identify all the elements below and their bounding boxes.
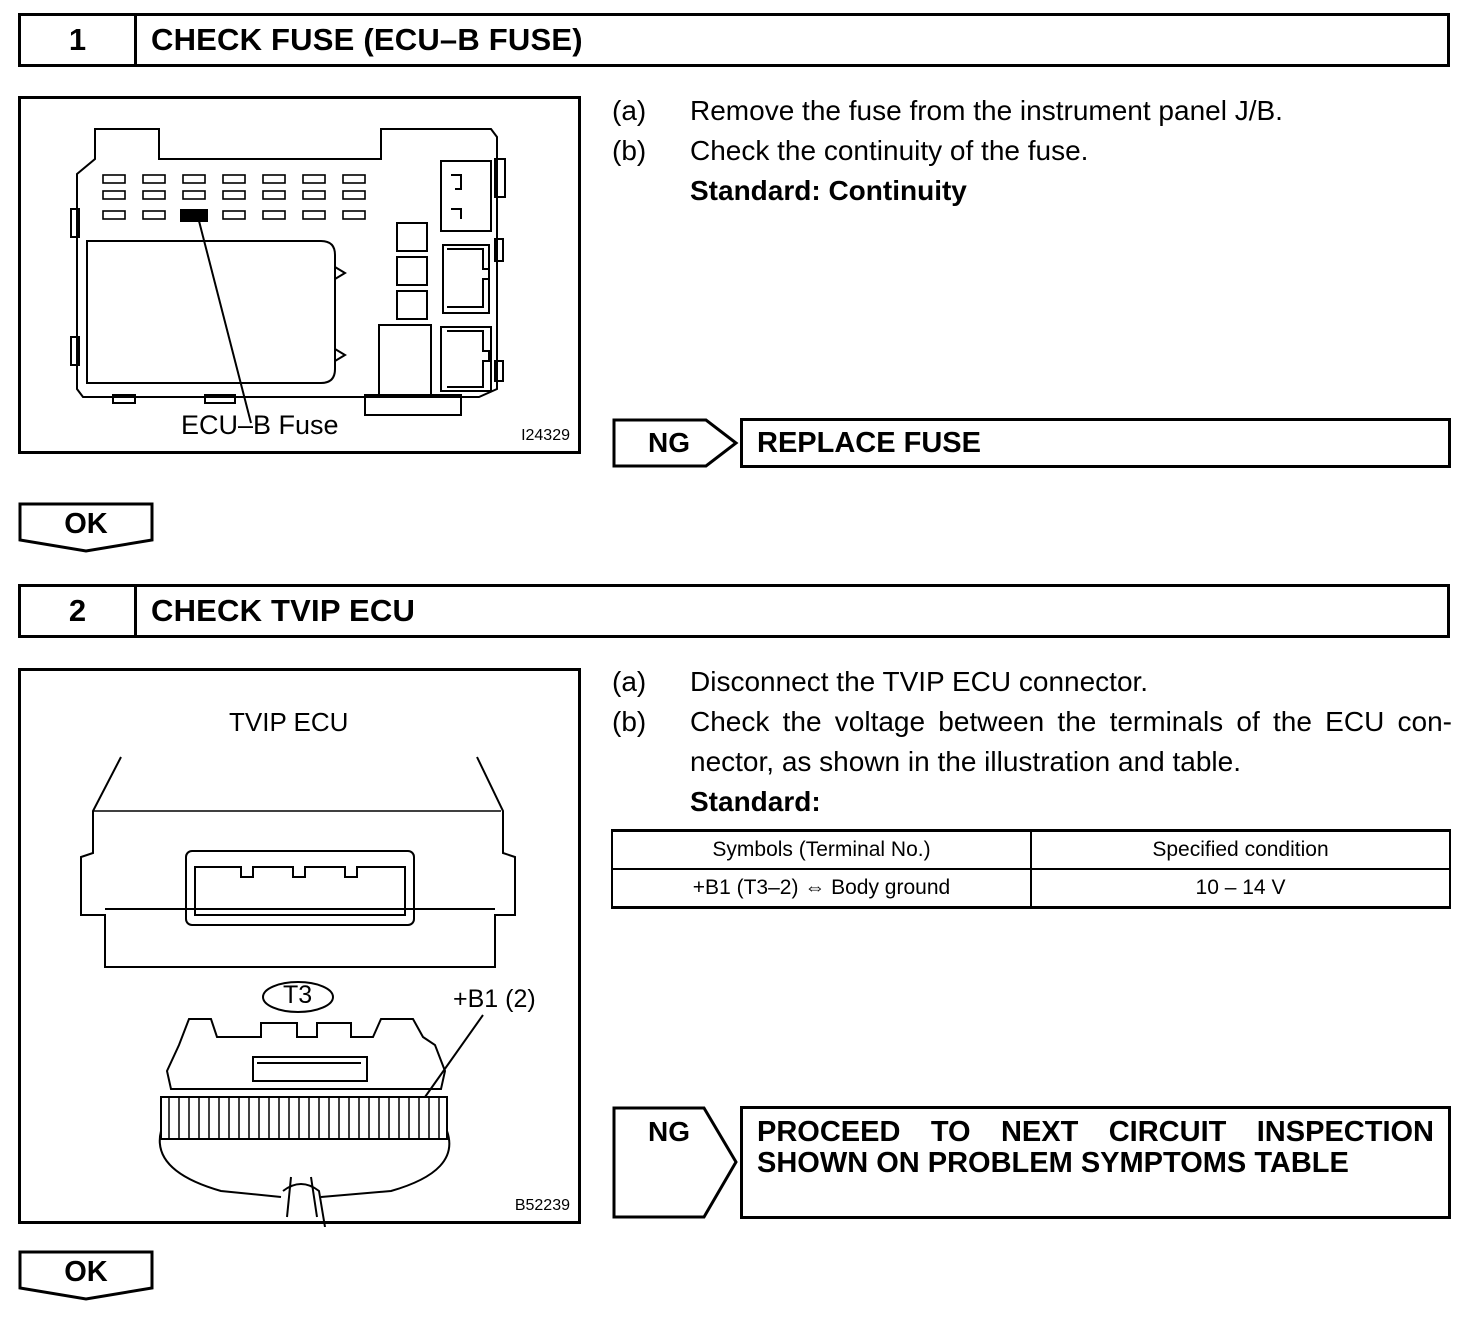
tvip-ecu-label: TVIP ECU (229, 707, 349, 737)
instruction-key: (a) (612, 95, 647, 126)
figure-code: I24329 (521, 427, 570, 444)
instruction-item: (a) Remove the fuse from the instrument … (612, 91, 1452, 131)
step-2-ng-tag: NG (612, 1106, 740, 1219)
step-2-ng-result: PROCEED TO NEXT CIRCUIT INSPECTION SHOWN… (740, 1106, 1451, 1219)
instruction-key: (b) (612, 706, 647, 737)
figure-code: B52239 (514, 1197, 570, 1214)
instruction-text: Check the voltage between the terminals … (690, 702, 1452, 782)
terminal-b1-label: +B1 (2) (453, 985, 536, 1013)
table-header-row: Symbols (Terminal No.) Specified conditi… (611, 829, 1451, 870)
junction-block-illustration (70, 128, 506, 424)
tvip-ecu-illustration (80, 756, 516, 1227)
step-1-title: CHECK FUSE (ECU–B FUSE) (151, 22, 583, 57)
instruction-text: Remove the fuse from the instrument pane… (690, 95, 1283, 126)
instruction-key: (a) (612, 666, 647, 697)
table-row: +B1 (T3–2) ⇔ Body ground 10 – 14 V (611, 868, 1451, 909)
ng-arrow-icon (612, 418, 739, 468)
instruction-item: (b) Check the voltage between the termin… (612, 702, 1452, 782)
instruction-item: (b) Check the continuity of the fuse. (612, 131, 1452, 171)
ok-arrow-icon (18, 502, 154, 553)
ng-result-line: PROCEED TO NEXT CIRCUIT INSPECTION (757, 1116, 1434, 1148)
step-1-instructions: (a) Remove the fuse from the instrument … (612, 91, 1452, 211)
step-2-instructions: (a) Disconnect the TVIP ECU connector. (… (612, 662, 1452, 822)
instruction-text: Disconnect the TVIP ECU connector. (690, 666, 1149, 697)
table-cell: 10 – 14 V (1030, 868, 1451, 909)
ng-result-line: SHOWN ON PROBLEM SYMPTOMS TABLE (757, 1147, 1349, 1179)
table-cell: +B1 (T3–2) ⇔ Body ground (611, 868, 1032, 909)
ecu-b-fuse-label: ECU–B Fuse (181, 410, 339, 440)
ok-label: OK (64, 1256, 108, 1288)
step-1-figure: ECU–B Fuse I24329 (18, 96, 581, 454)
table-header: Specified condition (1030, 829, 1451, 870)
step-2-ok-tag: OK (18, 1250, 156, 1302)
instruction-text: Check the continuity of the fuse. (690, 135, 1089, 166)
ng-label: NG (648, 427, 690, 458)
instruction-text-line: nector, as shown in the illustration and… (690, 746, 1242, 777)
ok-arrow-icon (18, 1250, 154, 1301)
step-2-title: CHECK TVIP ECU (151, 593, 416, 628)
ok-label: OK (64, 508, 108, 540)
step-1-header: 1 CHECK FUSE (ECU–B FUSE) (18, 13, 1450, 67)
standard-text: Standard: (690, 786, 821, 817)
step-1-ng-tag: NG (612, 418, 740, 468)
step-2-number: 2 (21, 587, 137, 635)
step-1-ok-tag: OK (18, 502, 156, 554)
step-2-header: 2 CHECK TVIP ECU (18, 584, 1450, 638)
ng-arrow-icon (612, 1106, 738, 1219)
instruction-item: (a) Disconnect the TVIP ECU connector. (612, 662, 1452, 702)
table-header: Symbols (Terminal No.) (611, 829, 1032, 870)
instruction-text-line: Check the voltage between the terminals … (690, 706, 1452, 737)
spec-table: Symbols (Terminal No.) Specified conditi… (611, 829, 1451, 909)
standard-text: Standard: Continuity (690, 175, 967, 206)
step-2-figure: TVIP ECU T3 +B1 (2) B52239 (18, 668, 581, 1227)
ng-label: NG (648, 1116, 690, 1147)
connector-t3-label: T3 (283, 981, 313, 1009)
instruction-key: (b) (612, 135, 647, 166)
step-1-ng-result: REPLACE FUSE (740, 418, 1451, 468)
step-1-number: 1 (21, 16, 137, 64)
